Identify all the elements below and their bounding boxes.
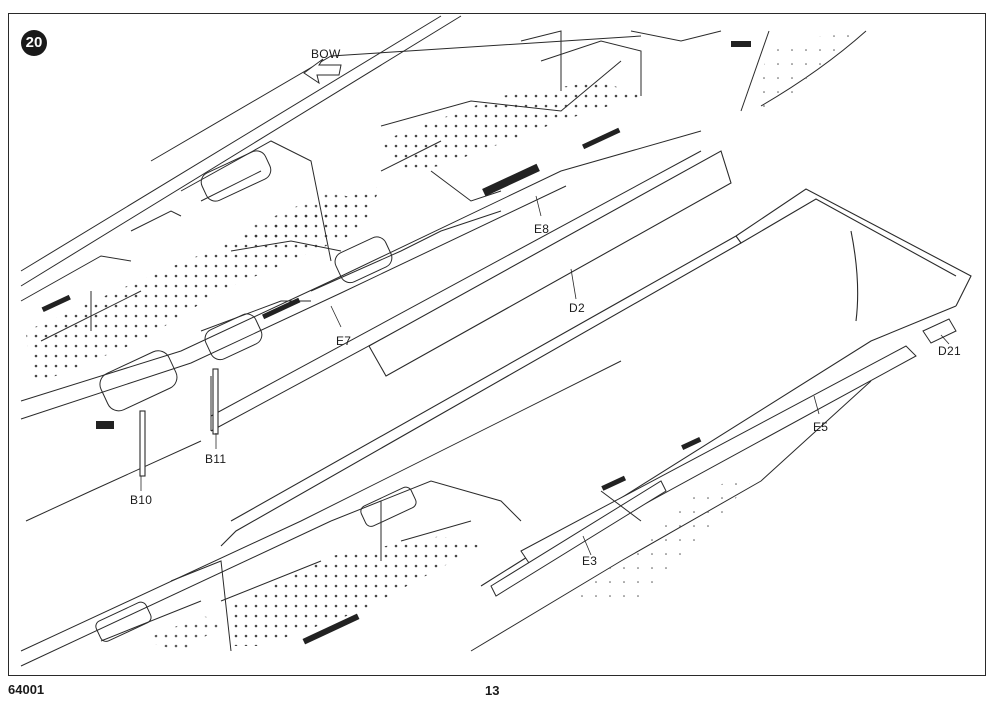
part-label-b11: B11 <box>205 452 227 466</box>
lower-hull <box>20 360 872 667</box>
lower-deck-grid-2 <box>141 616 231 651</box>
instruction-frame: 20 BOW E8 D2 E7 B11 B10 D21 E5 E3 <box>8 13 986 676</box>
upper-deck-fittings <box>41 41 751 429</box>
step-number-badge: 20 <box>21 30 47 56</box>
part-label-e3: E3 <box>582 554 598 568</box>
upper-deck-grid-3 <box>241 191 361 246</box>
assembly-drawing <box>20 15 972 667</box>
part-label-e5: E5 <box>813 420 829 434</box>
part-e3-strip <box>490 480 667 597</box>
part-label-d21: D21 <box>938 344 961 358</box>
bow-arrow-icon <box>303 58 342 85</box>
part-b11-post <box>212 368 219 435</box>
part-d21 <box>922 318 957 344</box>
upper-hull <box>20 15 867 522</box>
part-label-e7: E7 <box>336 334 352 348</box>
part-label-e8: E8 <box>534 222 550 236</box>
direction-label-bow: BOW <box>311 47 341 61</box>
upper-deck-grid-2 <box>381 81 641 171</box>
part-b10-post <box>139 410 146 477</box>
lower-deck-grid <box>231 536 481 646</box>
leader-lines <box>140 195 950 556</box>
lower-deck-fittings <box>302 436 702 645</box>
kit-number: 64001 <box>8 682 45 697</box>
part-label-d2: D2 <box>569 301 585 315</box>
hull-rivets-lower <box>571 471 761 601</box>
hull-rivets-upper <box>751 33 861 111</box>
upper-deck-grid <box>26 186 381 386</box>
page-number: 13 <box>485 683 500 698</box>
part-label-b10: B10 <box>130 493 153 507</box>
middle-hull <box>220 188 972 587</box>
part-d2-plate <box>368 150 732 377</box>
